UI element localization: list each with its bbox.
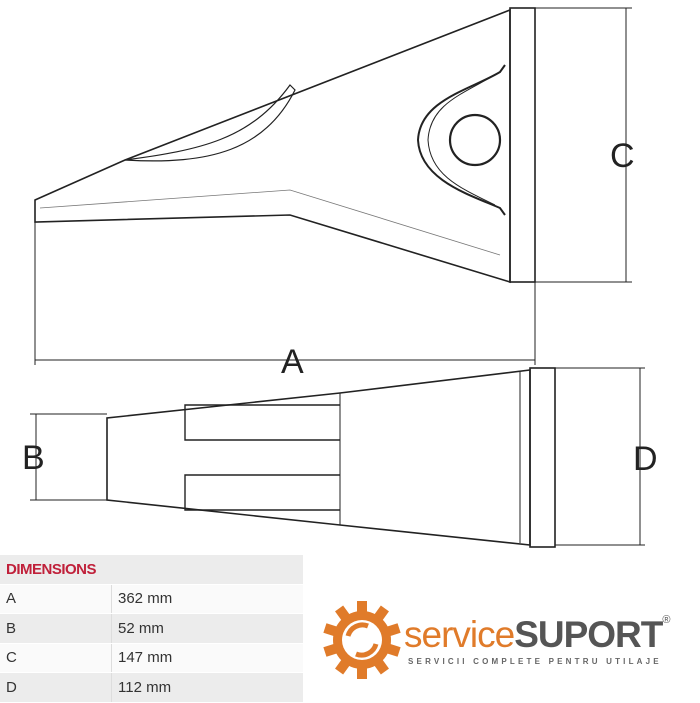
lower-slot — [184, 474, 340, 511]
servicesuport-logo: serviceSUPORT® SERVICII COMPLETE PENTRU … — [322, 600, 692, 690]
brand-tagline: SERVICII COMPLETE PENTRU UTILAJE — [408, 657, 662, 666]
upper-slot — [184, 404, 340, 441]
table-row: B 52 mm — [0, 613, 303, 644]
dimension-value: 52 mm — [111, 613, 303, 644]
dimension-key: C — [0, 643, 112, 673]
tooth-top-flange — [509, 7, 536, 283]
dimensions-table: DIMENSIONS A 362 mm B 52 mm C 147 mm D 1… — [0, 555, 303, 703]
label-a: A — [281, 343, 304, 381]
dimension-value: 147 mm — [111, 643, 303, 673]
tooth-side-flange — [529, 367, 556, 548]
table-row: A 362 mm — [0, 584, 303, 614]
registered-mark: ® — [662, 614, 670, 626]
brand-name: serviceSUPORT® — [404, 614, 671, 656]
pin-pocket — [416, 64, 506, 216]
dimensions-title: DIMENSIONS — [0, 555, 303, 585]
brand-name-part1: service — [404, 614, 515, 655]
label-c: C — [610, 137, 635, 175]
dimension-value: 112 mm — [111, 672, 303, 703]
dimension-key: B — [0, 613, 112, 644]
table-row: D 112 mm — [0, 672, 303, 703]
table-row: C 147 mm — [0, 643, 303, 673]
dimensions-header-row: DIMENSIONS — [0, 555, 303, 585]
brand-name-part2: SUPORT — [514, 614, 663, 655]
label-b: B — [22, 439, 45, 477]
pin-hole — [448, 113, 502, 167]
dimension-key: D — [0, 672, 112, 703]
bucket-tooth-drawing: A C B D — [22, 7, 658, 548]
gear-icon — [323, 601, 401, 679]
dimension-value: 362 mm — [111, 584, 303, 614]
label-d: D — [633, 440, 658, 478]
tooth-top-view-outline — [34, 8, 511, 284]
dimension-key: A — [0, 584, 112, 614]
tooth-side-view-outline — [106, 369, 531, 546]
